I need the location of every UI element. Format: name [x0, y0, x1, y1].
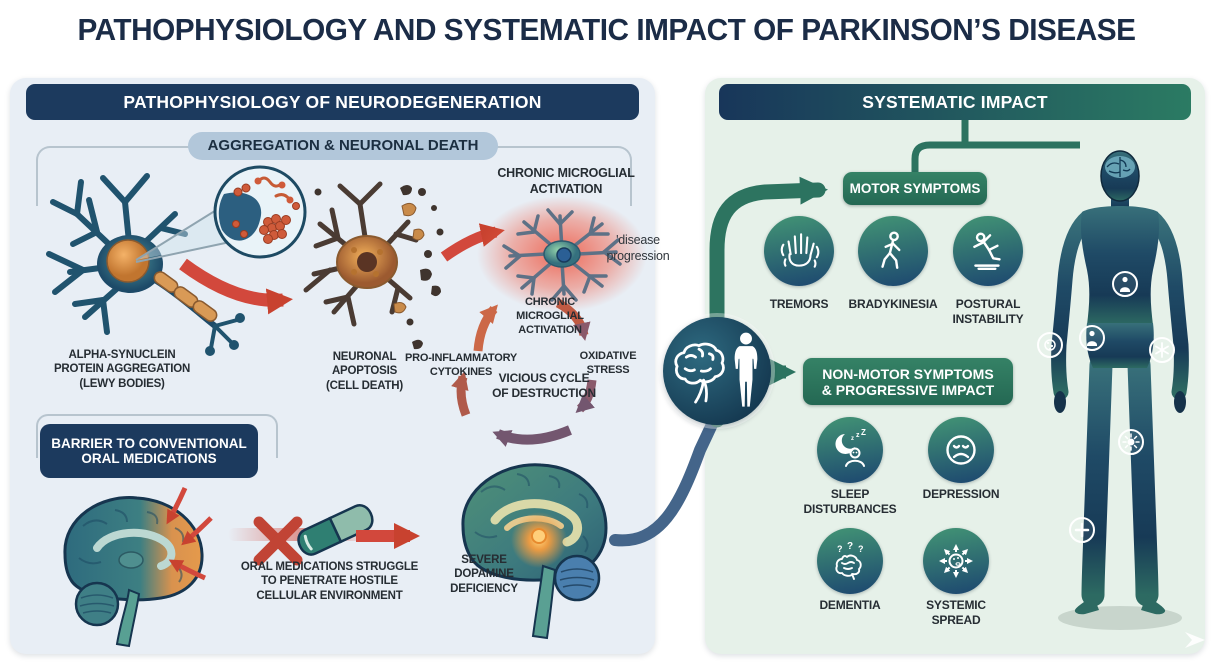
body-badge-glyphs — [1087, 276, 1130, 346]
healthy-neuron-icon — [46, 173, 245, 356]
depression-circle — [928, 417, 994, 483]
postural-instability-label: POSTURAL INSTABILITY — [952, 297, 1024, 326]
barrier-brain-icon — [63, 486, 213, 648]
bradykinesia-circle — [858, 216, 928, 286]
tremors-circle — [764, 216, 834, 286]
arrow-meds-to-brain — [356, 523, 420, 549]
aggregation-section-title: AGGREGATION & NEURONAL DEATH — [188, 132, 498, 160]
cycle-top-label: CHRONIC MICROGLIAL ACTIVATION — [516, 296, 584, 336]
tremors-label: TREMORS — [769, 297, 829, 311]
left-panel-header: PATHOPHYSIOLOGY OF NEURODEGENERATION — [26, 84, 639, 120]
falling-person-icon — [973, 232, 1001, 270]
capsule-pill-icon — [297, 504, 374, 556]
dopamine-deficiency-brain-icon — [461, 463, 608, 640]
walking-person-icon — [881, 231, 901, 269]
right-panel-header: SYSTEMATIC IMPACT — [719, 84, 1191, 120]
oral-medications-label: ORAL MEDICATIONS STRUGGLE TO PENETRATE H… — [240, 561, 419, 602]
person-silhouette-icon — [734, 332, 758, 407]
dementia-circle: ? ? ? — [817, 528, 883, 594]
red-x-icon — [253, 516, 303, 566]
nonmotor-symptoms-box: NON-MOTOR SYMPTOMS & PROGRESSIVE IMPACT — [803, 358, 1013, 405]
svg-text:Z: Z — [861, 428, 866, 437]
systemic-spread-circle — [923, 528, 989, 594]
brain-body-connector-circle — [663, 317, 771, 425]
svg-text:?: ? — [837, 544, 843, 554]
bradykinesia-label: BRADYKINESIA — [848, 297, 938, 311]
spread-cell-icon — [939, 544, 973, 578]
motor-symptoms-box: MOTOR SYMPTOMS — [843, 172, 987, 205]
arrow-aggregation-to-apoptosis — [179, 258, 293, 315]
barrier-title-box: BARRIER TO CONVENTIONAL ORAL MEDICATIONS — [40, 424, 258, 478]
flow-connectors — [609, 117, 1080, 547]
sleep-disturbances-label: SLEEP DISTURBANCES — [803, 487, 897, 516]
dopamine-deficiency-label: SEVERE DOPAMINE DEFICIENCY — [450, 554, 518, 595]
barrier-section-bracket — [36, 414, 278, 458]
svg-text:z: z — [851, 436, 854, 442]
cycle-center-label: VICIOUS CYCLE OF DESTRUCTION — [492, 371, 596, 400]
lewy-bodies-inset-icon — [213, 165, 307, 259]
depression-label: DEPRESSION — [922, 487, 1000, 501]
svg-text:?: ? — [847, 541, 853, 552]
dementia-brain-icon: ? ? ? — [835, 541, 864, 580]
dementia-label: DEMENTIA — [819, 598, 881, 612]
svg-text:z: z — [856, 432, 860, 439]
disease-progression-note: 'disease progression — [606, 233, 670, 263]
svg-text:?: ? — [858, 544, 864, 554]
tremor-hand-icon — [780, 233, 820, 268]
cycle-left-label: PRO-INFLAMMATORY CYTOKINES — [404, 352, 518, 378]
alpha-synuclein-label: ALPHA-SYNUCLEIN PROTEIN AGGREGATION (LEW… — [53, 349, 191, 390]
systemic-spread-label: SYSTEMIC SPREAD — [926, 598, 986, 627]
cycle-right-label: OXIDATIVE STRESS — [579, 350, 637, 376]
sleep-disturbances-circle: z z Z — [817, 417, 883, 483]
sleep-moon-icon: z z Z — [835, 428, 866, 467]
postural-instability-circle — [953, 216, 1023, 286]
magnifier-connector-lines — [135, 203, 231, 263]
sad-face-icon — [946, 435, 976, 465]
apoptosis-label: NEURONAL APOPTOSIS (CELL DEATH) — [325, 351, 404, 392]
brain-outline-icon — [674, 342, 725, 404]
activated-microglia-icon — [477, 196, 647, 312]
human-body-figure — [1037, 150, 1205, 648]
dying-neuron-icon — [303, 181, 444, 350]
microglial-activation-title: CHRONIC MICROGLIAL ACTIVATION — [497, 166, 635, 196]
page-title: PATHOPHYSIOLOGY AND SYSTEMATIC IMPACT OF… — [77, 12, 1136, 47]
vicious-cycle-arrows — [451, 299, 597, 447]
corner-sparkle-arrow — [1185, 632, 1205, 648]
